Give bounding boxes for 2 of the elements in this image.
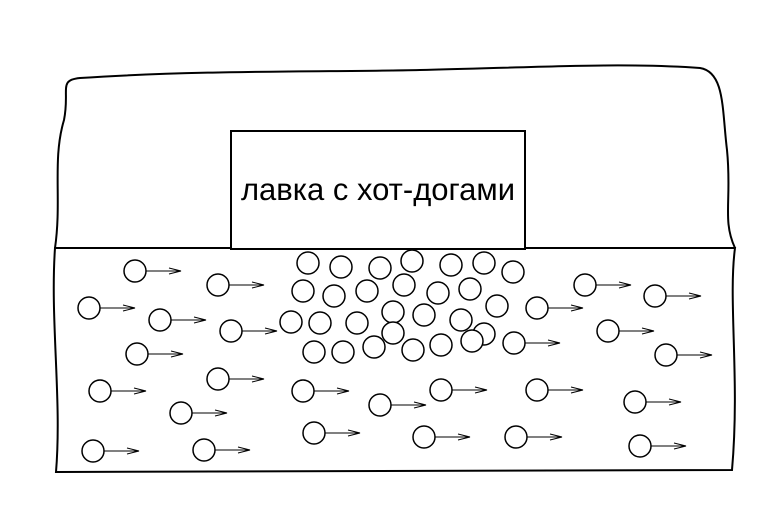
kiosk-box (230, 130, 526, 250)
kiosk-label: лавка с хот-догами (240, 170, 516, 209)
